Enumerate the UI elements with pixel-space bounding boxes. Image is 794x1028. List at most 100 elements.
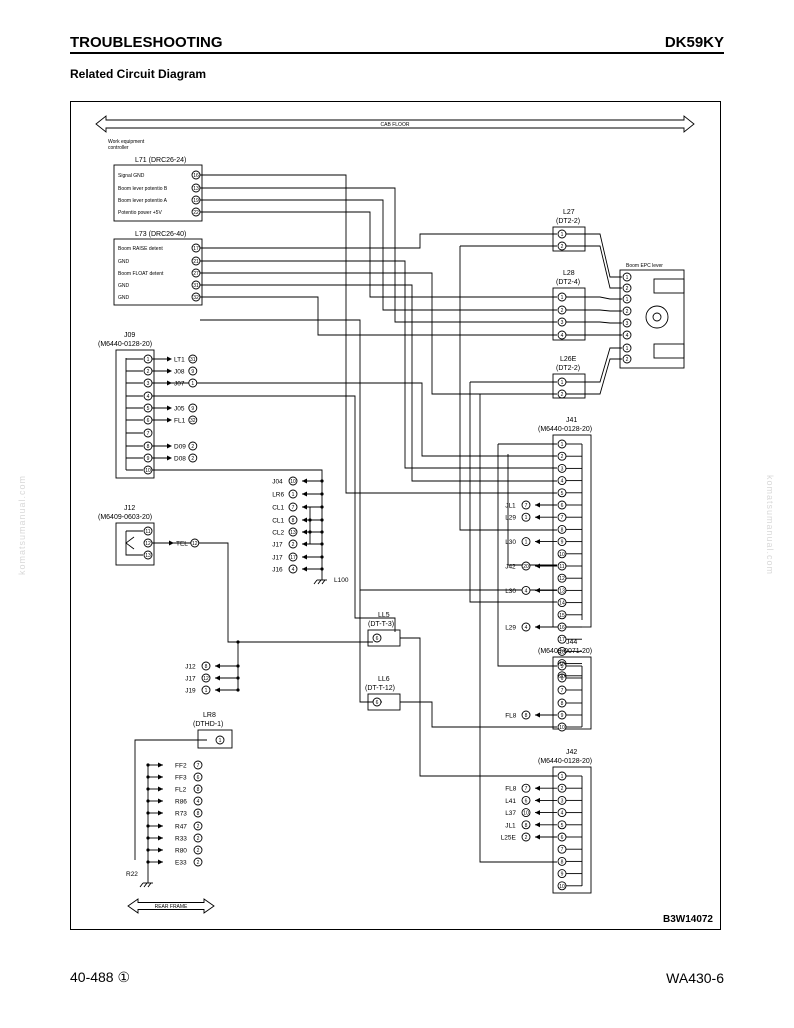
ground-r22 [139,882,144,888]
l71-pin-2-number: 19 [193,198,199,204]
j41-pin-20-number: 20 [559,674,565,680]
l71-pin-label-0: Signal GND [118,173,145,179]
epc-pin-7-number: 2 [626,357,629,363]
gnd-l100-4-pin-number: 13 [290,530,296,536]
l27-pin-1-number: 2 [561,244,564,250]
connector-ll6-box [367,693,401,711]
l71-pin-label-1: Boom lever potentio B [118,186,168,192]
gnd-l100-5-label: J17 [272,542,283,549]
arrow-head [167,405,172,411]
arrow-head [158,786,163,792]
lr8-gnd-3-label: R86 [175,799,187,806]
j12-bus [125,536,135,550]
gnd-l100-0-label: J04 [272,479,283,486]
l26e-label: L26E [560,356,577,363]
lr8-gnd-7-pin-number: 2 [197,848,200,854]
junction-dot [236,664,240,668]
epc-pin-0-number: 1 [626,275,629,281]
gnd-l100-6-pin [288,552,298,562]
junction-dot [146,860,150,864]
j12-bus [125,531,143,556]
j42-pin-3-number: 3 [561,798,564,804]
connector-ll5-box [367,629,401,647]
j09-label: J09 [124,332,135,339]
l26e-pin-0 [557,377,567,387]
epc-pin-0 [622,272,632,282]
arrow-head [302,566,307,572]
connector-j09-box [115,349,155,479]
j09-dest-2-pin-number: 9 [191,369,194,375]
j41-pin-5-number: 5 [561,491,564,497]
arrow-head [158,823,163,829]
l73-pin-2-number: 27 [193,271,199,277]
arrow-head [302,517,307,523]
l28-pin-3 [557,330,567,340]
j09-pin-10-number: 10 [145,468,151,474]
j09-dest-2-label: J08 [174,369,185,376]
wire [566,321,622,324]
ll5-splice-1-pin [201,673,211,683]
lr8-gnd-0-label: FF2 [175,763,187,770]
lr8-gnd-6-pin [193,833,203,843]
j42-pin-8-number: 8 [561,859,564,865]
arrow-head [535,797,540,803]
j41-pin-3-number: 3 [561,466,564,472]
arrow-head [302,554,307,560]
l100-label: L100 [334,577,349,584]
arrow-head [169,540,174,546]
junction-dot [146,811,150,815]
j42-ext-6-pin [521,832,531,842]
lr8-gnd-4-pin-number: 8 [197,811,200,817]
j41-pin-8-number: 8 [561,527,564,533]
wire [200,296,557,336]
j12-pin-12-number: 12 [145,541,151,547]
epc-potentiometer-hub [652,312,662,322]
j41-ext-11-pin [521,561,531,571]
ground-l100 [313,579,318,585]
j41-pin-7-number: 7 [561,515,564,521]
l28-pin-0 [557,292,567,302]
lr8-gnd-1-pin-number: 6 [197,775,200,781]
j41-pin-19-number: 19 [559,662,565,668]
j41-pin-16-number: 16 [559,625,565,631]
ground-r22 [143,882,148,888]
j09-dest-6-pin-number: 32 [190,418,196,424]
j41-ext-6-label: JL1 [505,503,516,510]
wire [566,358,622,395]
l28-pin-1-number: 2 [561,308,564,314]
diagram-frame [70,101,721,930]
l26e-pin-1-number: 2 [561,392,564,398]
l73-label: L73 (DRC26-40) [135,231,186,238]
rear-frame-arrow [127,898,215,914]
j09-dest-2-pin [188,366,198,376]
gnd-l100-0-pin-number: 10 [290,479,296,485]
page-number: 40-488 ① [70,969,131,985]
lr8-label: LR8 [203,712,216,719]
j12-dest-12-pin [190,538,200,548]
arrow-head [535,563,540,569]
j42-ext-5-label: JL1 [505,822,516,829]
j09-pin-5 [143,403,153,413]
j09-pin-8-number: 8 [147,444,150,450]
l28-pin-2 [557,317,567,327]
ll6-pin [372,697,382,707]
j41-ext-11-pin-number: 20 [523,564,529,570]
lr8-gnd-6-pin-number: 2 [197,836,200,842]
arrow-head [302,504,307,510]
l26e-pin-0-number: 1 [561,380,564,386]
l26e-part-label: (DT2-2) [556,365,580,372]
j12-pin-12 [143,538,153,548]
rear-frame-label: REAR FRAME [155,904,188,910]
cab-floor-label: CAB FLOOR [381,122,410,128]
lr8-gnd-6-label: R33 [175,836,187,843]
l73-pin-2 [191,268,201,278]
j41-pin-17-number: 17 [559,637,565,643]
l73-pin-1 [191,256,201,266]
lr8-gnd-8-label: E33 [175,860,187,867]
j41-ext-13-pin-number: 4 [525,588,528,594]
j41-ext-7-pin-number: 1 [525,515,528,521]
header-rule [70,52,724,54]
lr8-gnd-5-pin [193,821,203,831]
wire [479,394,557,863]
arrow-head [167,380,172,386]
